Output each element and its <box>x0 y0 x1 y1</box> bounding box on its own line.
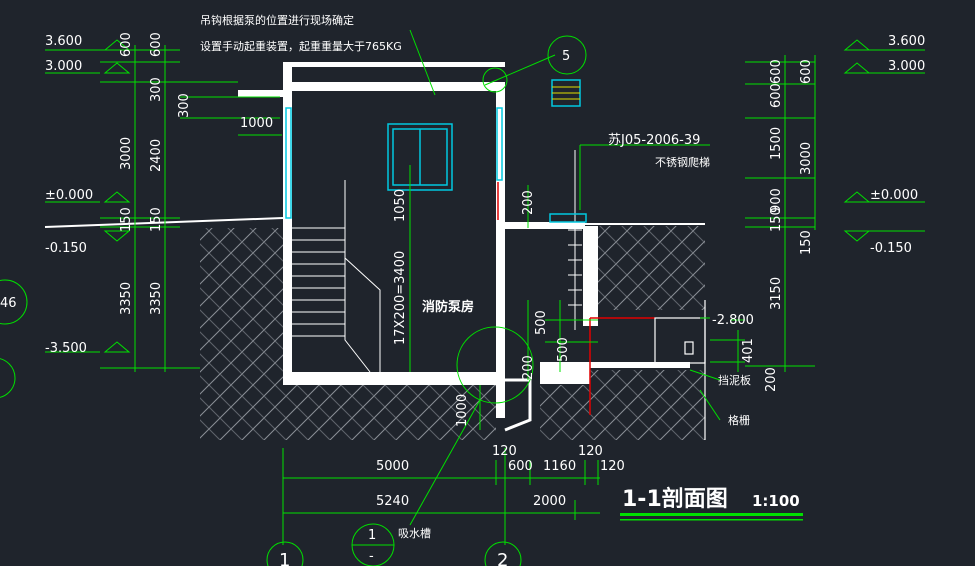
dim-900-right: 900 <box>769 188 784 213</box>
dimension-lines <box>45 29 925 545</box>
hook-note: 吊钩根据泵的位置进行现场确定 <box>200 13 354 27</box>
dim-120c: 120 <box>600 459 625 474</box>
detail-5-label: 5 <box>562 49 570 64</box>
level-0-left: ±0.000 <box>45 188 93 203</box>
cover-plate <box>549 213 587 223</box>
drawing-title: 1-1剖面图 <box>622 486 728 512</box>
dim-600b-right: 600 <box>769 83 784 108</box>
level-neg3500-left: -3.500 <box>45 341 87 356</box>
dim-3350-inner: 3350 <box>149 282 164 315</box>
level-0-right: ±0.000 <box>870 188 918 203</box>
level-neg2800: -2.800 <box>712 313 754 328</box>
mud-board <box>654 300 706 440</box>
pump-room-label: 消防泵房 <box>422 299 474 315</box>
sump-note: 吸水槽 <box>398 527 431 540</box>
dim-120b: 120 <box>578 444 603 459</box>
dim-150-right: 150 <box>769 207 784 232</box>
stair <box>292 180 381 373</box>
circle-symbols <box>0 35 587 566</box>
dim-stair: 17X200=3400 <box>393 251 408 345</box>
grating-symbol <box>551 79 581 107</box>
mud-board-note: 挡泥板 <box>718 373 751 387</box>
dim-2400-inner: 2400 <box>149 139 164 172</box>
ladder-note: 不锈钢爬梯 <box>655 156 710 169</box>
dim-600-inner: 600 <box>149 32 164 57</box>
dim-1160: 1160 <box>543 459 576 474</box>
dim-150-outer-right: 150 <box>799 230 814 255</box>
dim-600a-right: 600 <box>769 59 784 84</box>
level-neg150-right: -0.150 <box>870 241 912 256</box>
dim-120a: 120 <box>492 444 517 459</box>
level-3000-left: 3.000 <box>45 59 82 74</box>
level-3600-left: 3.600 <box>45 34 82 49</box>
dim-600-outer-right: 600 <box>799 59 814 84</box>
dim-401: 401 <box>741 338 756 363</box>
dim-1500-right: 1500 <box>769 127 784 160</box>
dim-5000: 5000 <box>376 459 409 474</box>
dim-600-left: 600 <box>119 32 134 57</box>
edge-circle-label: 46 <box>0 296 17 311</box>
axis-2: 2 <box>497 550 508 566</box>
dim-5240: 5240 <box>376 494 409 509</box>
dim-1000-overhang: 1000 <box>240 116 273 131</box>
standard-note: 苏J05-2006-39 <box>608 132 700 148</box>
dim-3000-left: 3000 <box>119 137 134 170</box>
building-walls <box>238 62 690 418</box>
sump-outline <box>504 378 532 432</box>
dim-3000-right: 3000 <box>799 142 814 175</box>
dim-200-upper: 200 <box>521 190 536 215</box>
drawing-scale: 1:100 <box>752 492 800 510</box>
title-underline <box>620 513 803 521</box>
section-sub: - <box>369 549 374 564</box>
dim-300-outer: 300 <box>177 93 192 118</box>
level-neg150-left: -0.150 <box>45 241 87 256</box>
crane-note: 设置手动起重装置，起重重量大于765KG <box>200 39 402 53</box>
dim-3350-left: 3350 <box>119 282 134 315</box>
trench-note: 格栅 <box>728 413 750 427</box>
dim-500b: 500 <box>556 337 571 362</box>
dim-1000-sump: 1000 <box>455 394 470 427</box>
dim-300-inner: 300 <box>149 77 164 102</box>
level-3600-right: 3.600 <box>888 34 925 49</box>
dim-200-right: 200 <box>764 367 779 392</box>
dim-500a: 500 <box>534 310 549 335</box>
level-markers <box>103 39 871 353</box>
dim-1050-door: 1050 <box>393 189 408 222</box>
glass-panels <box>285 107 503 219</box>
section-number: 1 <box>368 528 376 543</box>
dim-150-left: 150 <box>119 207 134 232</box>
axis-1: 1 <box>279 550 290 566</box>
red-marks <box>497 182 655 415</box>
dim-150-inner: 150 <box>149 207 164 232</box>
dim-200-lower: 200 <box>521 355 536 380</box>
dim-600-bottom: 600 <box>508 459 533 474</box>
dim-2000: 2000 <box>533 494 566 509</box>
dim-3150-right: 3150 <box>769 277 784 310</box>
level-3000-right: 3.000 <box>888 59 925 74</box>
